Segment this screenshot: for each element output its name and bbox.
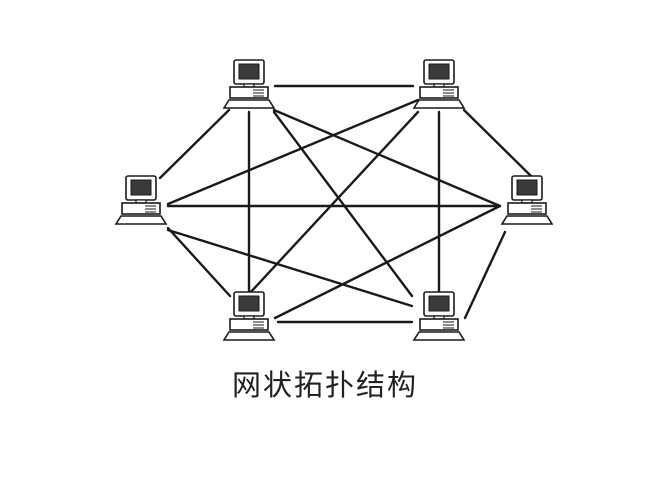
desktop-computer-icon bbox=[500, 175, 554, 225]
link-top-right-to-right bbox=[462, 108, 535, 180]
desktop-computer-icon bbox=[222, 59, 276, 109]
link-top-left-to-right bbox=[272, 108, 502, 208]
link-right-to-bottom-left bbox=[273, 204, 502, 320]
link-left-to-bottom-left bbox=[166, 226, 232, 298]
computer-node-top-right bbox=[412, 59, 466, 109]
link-left-to-bottom-right bbox=[166, 228, 414, 308]
computer-node-bottom-left bbox=[222, 291, 276, 341]
computer-node-left bbox=[114, 175, 168, 225]
nodes-layer bbox=[114, 59, 554, 341]
desktop-computer-icon bbox=[412, 291, 466, 341]
desktop-computer-icon bbox=[412, 59, 466, 109]
desktop-computer-icon bbox=[222, 291, 276, 341]
link-top-right-to-bottom-left bbox=[247, 110, 420, 296]
desktop-computer-icon bbox=[114, 175, 168, 225]
link-top-left-to-bottom-right bbox=[272, 110, 414, 298]
diagram-caption: 网状拓扑结构 bbox=[231, 368, 418, 402]
computer-node-top-left bbox=[222, 59, 276, 109]
link-top-left-to-left bbox=[158, 108, 231, 180]
computer-node-right bbox=[500, 175, 554, 225]
link-right-to-bottom-right bbox=[463, 230, 507, 320]
links-layer bbox=[158, 84, 535, 324]
link-top-right-to-left bbox=[166, 98, 420, 206]
computer-node-bottom-right bbox=[412, 291, 466, 341]
